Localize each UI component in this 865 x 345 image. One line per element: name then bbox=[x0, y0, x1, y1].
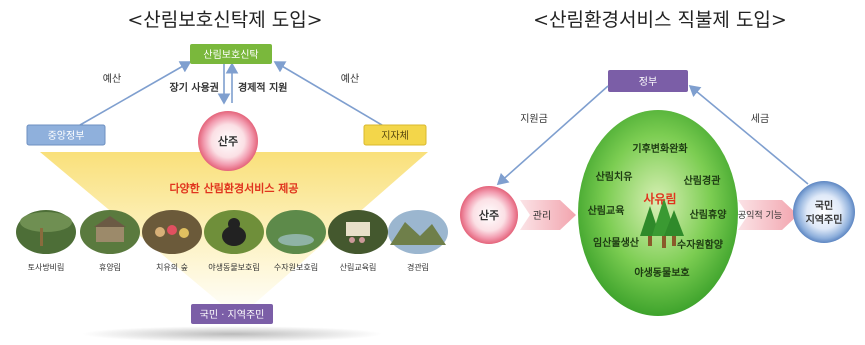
service-0: 기후변화완화 bbox=[632, 142, 688, 155]
gov-label: 정부 bbox=[639, 76, 657, 88]
forest-photos bbox=[16, 210, 448, 254]
local-gov-box bbox=[363, 124, 427, 146]
forest-label-0: 토사방비림 bbox=[28, 262, 65, 272]
central-gov-label: 중앙정부 bbox=[48, 130, 85, 142]
forest-photo-wildlife bbox=[204, 210, 264, 254]
citizens-box bbox=[191, 304, 273, 324]
citizens-shadow bbox=[82, 326, 382, 342]
forest-photo-landslide bbox=[16, 210, 76, 254]
forest-photo-education bbox=[328, 210, 388, 254]
right-title: <산림환경서비스 직불제 도입> bbox=[533, 9, 787, 31]
manage-arrow bbox=[520, 200, 576, 230]
owner-label: 산주 bbox=[218, 134, 238, 148]
forest-photo-healing bbox=[142, 210, 202, 254]
forest-photo-water bbox=[266, 210, 326, 254]
service-5: 임산물생산 bbox=[593, 236, 640, 249]
trust-box-label: 산림보호신탁 bbox=[203, 49, 258, 61]
service-4: 산림휴양 bbox=[690, 208, 728, 221]
owner-circle-right bbox=[460, 186, 518, 244]
tax-label: 세금 bbox=[751, 113, 769, 125]
citizens-circle bbox=[793, 181, 855, 243]
budget-arrow-local bbox=[273, 61, 383, 126]
service-1: 산림치유 bbox=[596, 170, 633, 183]
trees-icon bbox=[640, 198, 684, 248]
service-3: 산림교육 bbox=[588, 204, 625, 217]
citizens-line2: 지역주민 bbox=[806, 213, 843, 226]
public-function-label: 공익적 기능 bbox=[738, 209, 782, 221]
central-gov-box bbox=[26, 124, 106, 146]
subsidy-label: 지원금 bbox=[520, 113, 548, 125]
budget-arrow-central bbox=[79, 61, 192, 126]
service-7: 야생동물보호 bbox=[634, 266, 689, 279]
public-arrow bbox=[738, 200, 798, 230]
budget-label-right: 예산 bbox=[341, 73, 359, 85]
forest-label-6: 경관림 bbox=[407, 262, 429, 272]
gov-box bbox=[608, 70, 688, 92]
forest-photo-landscape bbox=[388, 210, 448, 254]
support-label: 경제적 지원 bbox=[238, 81, 287, 94]
citizens-label: 국민 · 지역주민 bbox=[200, 309, 265, 321]
owner-circle bbox=[198, 111, 258, 171]
services-banner: 다양한 산림환경서비스 제공 bbox=[169, 181, 298, 195]
manage-label: 관리 bbox=[533, 210, 551, 222]
service-6: 수자원함양 bbox=[677, 238, 724, 251]
tax-arrow bbox=[688, 84, 809, 185]
local-gov-label: 지자체 bbox=[381, 130, 409, 142]
services-oval bbox=[578, 110, 738, 316]
longterm-label: 장기 사용권 bbox=[170, 81, 219, 94]
service-2: 산림경관 bbox=[684, 174, 722, 187]
owner-label-right: 산주 bbox=[479, 208, 499, 222]
left-title: <산림보호신탁제 도입> bbox=[127, 9, 322, 31]
budget-label-left: 예산 bbox=[103, 73, 121, 85]
forest-photo-recreation bbox=[80, 210, 140, 254]
forest-label-2: 치유의 숲 bbox=[156, 262, 188, 272]
subsidy-arrow bbox=[496, 85, 609, 186]
forest-label-5: 산림교육림 bbox=[340, 262, 377, 272]
forest-label-3: 야생동물보호림 bbox=[208, 262, 260, 272]
private-forest-label: 사유림 bbox=[643, 191, 676, 206]
citizens-line1: 국민 bbox=[815, 199, 833, 212]
trust-box bbox=[190, 44, 272, 64]
forest-label-1: 휴양림 bbox=[99, 262, 121, 272]
forest-label-4: 수자원보호림 bbox=[274, 262, 318, 272]
